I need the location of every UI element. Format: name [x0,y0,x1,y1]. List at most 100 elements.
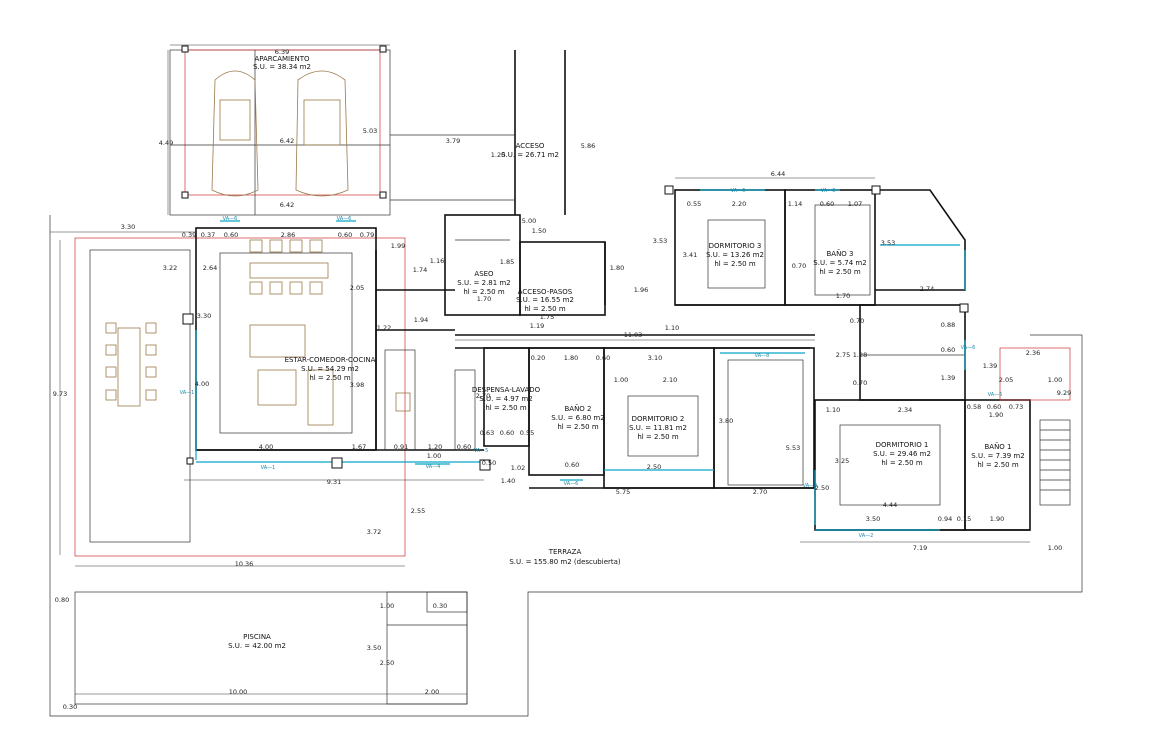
room-area: S.U. = 38.34 m2 [253,63,311,71]
dim-label: 1.16 [430,257,444,265]
room-name: ASEO [474,270,494,278]
room-name: DORMITORIO 3 [709,242,762,250]
dim-label: 0.88 [941,321,955,329]
dim-label: 4.00 [259,443,273,451]
dim-label: 0.20 [531,354,545,362]
dim-label: 2.55 [411,507,425,515]
dim-label: 3.79 [446,137,460,145]
dim-label: 3.30 [197,312,211,320]
dim-label: 2.34 [898,406,912,414]
room-height: hl = 2.50 m [463,288,505,296]
room-dormitorio-3: DORMITORIO 3 S.U. = 13.26 m2 hl = 2.50 m [706,242,764,268]
dim-label: 0.39 [182,231,196,239]
dim-label: 3.10 [648,354,662,362]
dim-label: 6.42 [280,137,294,145]
dim-label: 1.40 [501,477,515,485]
room-estar: ESTAR-COMEDOR-COCINA S.U. = 54.29 m2 hl … [285,356,376,382]
dim-label: 2.20 [732,200,746,208]
dim-label: 6.44 [771,170,785,178]
dim-label: 1.10 [665,324,679,332]
room-area: S.U. = 26.71 m2 [501,151,559,159]
dim-label: 0.60 [820,200,834,208]
dim-label: 4.00 [195,380,209,388]
dim-label: 1.70 [836,292,850,300]
dim-label: 0.80 [55,596,69,604]
room-area: S.U. = 155.80 m2 (descubierta) [509,558,621,566]
window-tag: VA—6 [337,216,352,222]
dim-label: 0.60 [565,461,579,469]
window-tag: VA—6 [223,216,238,222]
dim-label: 11.03 [624,331,643,339]
dim-label: 4.49 [159,139,173,147]
room-height: hl = 2.50 m [881,459,923,467]
room-despensa: DESPENSA-LAVADO S.U. = 4.97 m2 hl = 2.50… [472,386,541,412]
dim-label: 10.00 [229,688,248,696]
dim-label: 2.74 [920,285,934,293]
dim-label: 6.42 [280,201,294,209]
dimension-lines [50,44,1030,695]
dim-label: 0.91 [394,443,408,451]
dim-label: 3.50 [367,644,381,652]
dim-label: 1.90 [989,411,1003,419]
window-tag: VA—6 [564,481,579,487]
window-tag: VA—6 [731,188,746,194]
dim-label: 4.44 [883,501,897,509]
dim-label: 0.50 [482,459,496,467]
dim-label: 1.00 [380,602,394,610]
dim-label: 0.30 [63,703,77,711]
dim-label: 1.80 [610,264,624,272]
dim-label: 2.50 [647,463,661,471]
room-height: hl = 2.50 m [524,305,566,313]
dim-label: 1.39 [983,362,997,370]
outdoor-table [105,322,157,407]
room-aseo: ASEO S.U. = 2.81 m2 hl = 2.50 m [457,270,510,296]
dim-label: 1.20 [428,443,442,451]
dim-label: 1.00 [1048,544,1062,552]
parking-area [169,45,391,216]
room-bano-1: BAÑO 1 S.U. = 7.39 m2 hl = 2.50 m [971,442,1024,469]
dim-label: 1.10 [826,406,840,414]
dim-label: 3.30 [121,223,135,231]
room-area: S.U. = 42.00 m2 [228,642,286,650]
dim-label: 2.86 [281,231,295,239]
window-tag: VA—5 [474,448,489,454]
dim-label: 3.53 [881,239,895,247]
room-height: hl = 2.50 m [557,423,599,431]
dim-label: 0.79 [360,231,374,239]
room-acceso-pasos: ACCESO-PASOS S.U. = 16.55 m2 hl = 2.50 m [516,288,574,313]
room-area: S.U. = 5.74 m2 [813,259,866,267]
terrace-outline [49,215,1083,717]
dim-label: 9.31 [327,478,341,486]
room-area: S.U. = 6.80 m2 [551,414,604,422]
room-area: S.U. = 7.39 m2 [971,452,1024,460]
dim-label: 9.29 [1057,389,1071,397]
dim-label: 5.53 [786,444,800,452]
dim-label: 2.70 [753,488,767,496]
dim-label: 1.14 [788,200,802,208]
terrace-dining-inner [89,249,191,543]
window-tag: VA—6 [821,188,836,194]
dim-label: 3.25 [835,457,849,465]
dim-label: 1.94 [414,316,428,324]
room-height: hl = 2.50 m [485,404,527,412]
dim-label: 0.94 [938,515,952,523]
dim-label: 0.63 [480,429,494,437]
dim-label: 0.60 [987,403,1001,411]
room-dormitorio-2: DORMITORIO 2 S.U. = 11.81 m2 hl = 2.50 m [629,415,687,441]
room-name: BAÑO 1 [984,442,1011,451]
dim-label: 3.98 [350,381,364,389]
dim-label: 1.50 [532,227,546,235]
dim-label: 1.70 [477,295,491,303]
dim-label: 2.70 [476,392,490,400]
dim-label: 1.22 [377,324,391,332]
dim-label: 0.15 [957,515,971,523]
dim-label: 0.70 [792,262,806,270]
dim-label: 9.73 [53,390,67,398]
dim-label: 2.05 [350,284,364,292]
room-bano-2: BAÑO 2 S.U. = 6.80 m2 hl = 2.50 m [551,404,604,431]
pillars [182,185,969,471]
room-name: ACCESO [516,142,545,150]
room-acceso: ACCESO S.U. = 26.71 m2 [501,142,559,159]
dim-label: 1.96 [634,286,648,294]
